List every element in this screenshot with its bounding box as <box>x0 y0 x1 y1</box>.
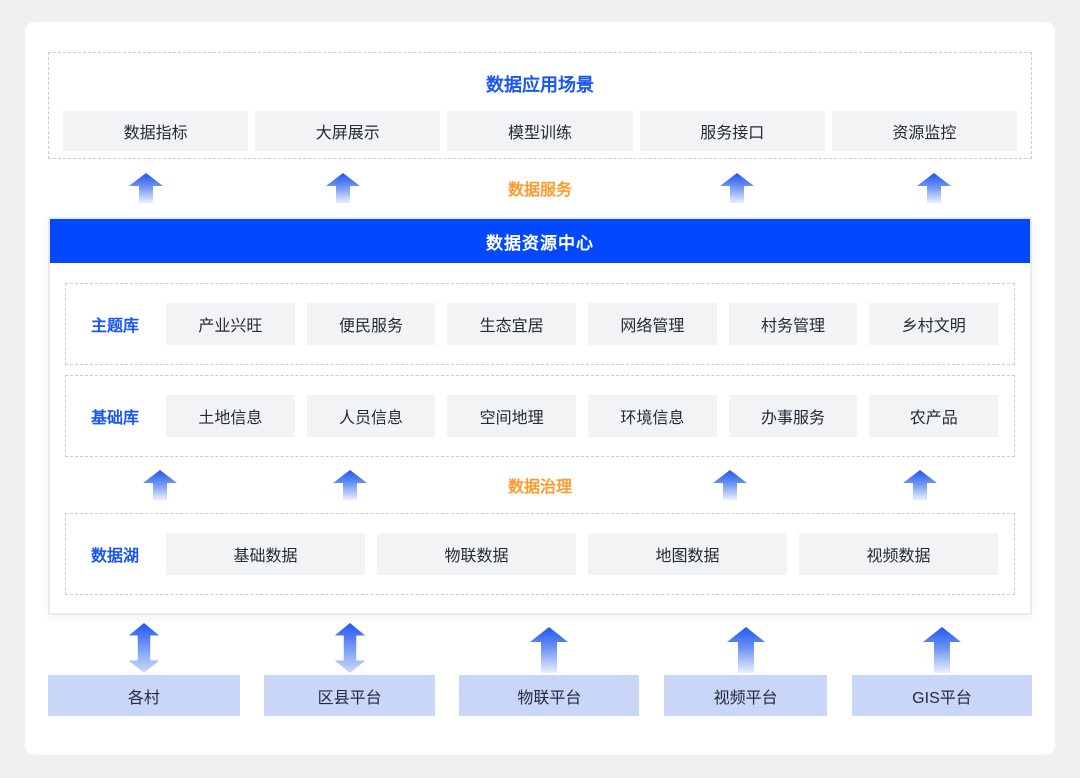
up-arrow-icon <box>726 627 765 673</box>
diagram-card: 数据应用场景 数据指标 大屏展示 模型训练 服务接口 资源监控 数据服务 数据资… <box>25 22 1055 755</box>
up-arrow-icon <box>713 470 747 500</box>
up-arrow-icon <box>143 470 177 500</box>
data-lake-item: 视频数据 <box>799 533 998 575</box>
platform-box: 视频平台 <box>663 675 828 716</box>
double-arrow-icon <box>128 623 160 673</box>
base-db-item: 办事服务 <box>728 395 858 437</box>
application-items-row: 数据指标 大屏展示 模型训练 服务接口 资源监控 <box>63 111 1018 151</box>
data-governance-label: 数据治理 <box>507 479 572 496</box>
source-platforms-row: 各村 区县平台 物联平台 视频平台 GIS平台 <box>48 623 1032 716</box>
double-arrow-icon <box>334 623 365 673</box>
theme-db-item: 村务管理 <box>728 303 858 345</box>
data-lake-item: 物联数据 <box>377 533 576 575</box>
platform-col-gis: GIS平台 <box>851 623 1032 716</box>
base-db-item: 人员信息 <box>306 395 436 437</box>
up-arrow-icon <box>530 627 569 673</box>
application-item: 数据指标 <box>63 111 249 151</box>
up-arrow-icon <box>333 470 367 500</box>
platform-box: 区县平台 <box>264 675 435 716</box>
platform-col-district: 区县平台 <box>264 623 435 716</box>
application-item: 大屏展示 <box>255 111 441 151</box>
base-db-item: 土地信息 <box>166 395 295 437</box>
data-lake-label: 数据湖 <box>90 548 139 565</box>
data-resource-center-section: 数据资源中心 主题库 产业兴旺 便民服务 生态宜居 网络管理 村务管理 乡村文明… <box>48 217 1032 615</box>
application-scenarios-section: 数据应用场景 数据指标 大屏展示 模型训练 服务接口 资源监控 <box>48 52 1032 159</box>
application-item: 服务接口 <box>639 111 825 151</box>
platform-col-video: 视频平台 <box>663 623 828 716</box>
application-item: 模型训练 <box>447 111 633 151</box>
base-db-item: 环境信息 <box>588 395 717 437</box>
data-resource-center-banner: 数据资源中心 <box>50 219 1030 263</box>
theme-db-item: 乡村文明 <box>869 303 999 345</box>
up-arrow-icon <box>903 470 937 500</box>
base-db-item: 农产品 <box>869 395 999 437</box>
up-arrow-icon <box>719 173 754 203</box>
application-item: 资源监控 <box>831 111 1018 151</box>
data-governance-flow-row: 数据治理 <box>65 457 1015 513</box>
base-db-label: 基础库 <box>90 410 139 427</box>
platform-box: GIS平台 <box>851 675 1032 716</box>
data-service-flow-row: 数据服务 <box>48 159 1032 217</box>
application-scenarios-title: 数据应用场景 <box>486 75 594 95</box>
theme-db-row: 主题库 产业兴旺 便民服务 生态宜居 网络管理 村务管理 乡村文明 <box>65 283 1015 365</box>
up-arrow-icon <box>129 173 164 203</box>
platform-col-villages: 各村 <box>48 623 240 716</box>
platform-box: 各村 <box>48 675 240 716</box>
platform-box: 物联平台 <box>459 675 640 716</box>
theme-db-item: 生态宜居 <box>447 303 577 345</box>
up-arrow-icon <box>916 173 951 203</box>
data-lake-item: 基础数据 <box>166 533 365 575</box>
base-db-item: 空间地理 <box>447 395 577 437</box>
up-arrow-icon <box>326 173 361 203</box>
theme-db-label: 主题库 <box>90 318 139 335</box>
theme-db-item: 便民服务 <box>306 303 436 345</box>
base-db-row: 基础库 土地信息 人员信息 空间地理 环境信息 办事服务 农产品 <box>65 375 1015 457</box>
data-lake-item: 地图数据 <box>588 533 787 575</box>
theme-db-item: 网络管理 <box>588 303 717 345</box>
data-service-label: 数据服务 <box>507 182 572 199</box>
up-arrow-icon <box>922 627 961 673</box>
data-lake-row: 数据湖 基础数据 物联数据 地图数据 视频数据 <box>65 513 1015 595</box>
theme-db-item: 产业兴旺 <box>166 303 295 345</box>
platform-col-iot: 物联平台 <box>459 623 640 716</box>
